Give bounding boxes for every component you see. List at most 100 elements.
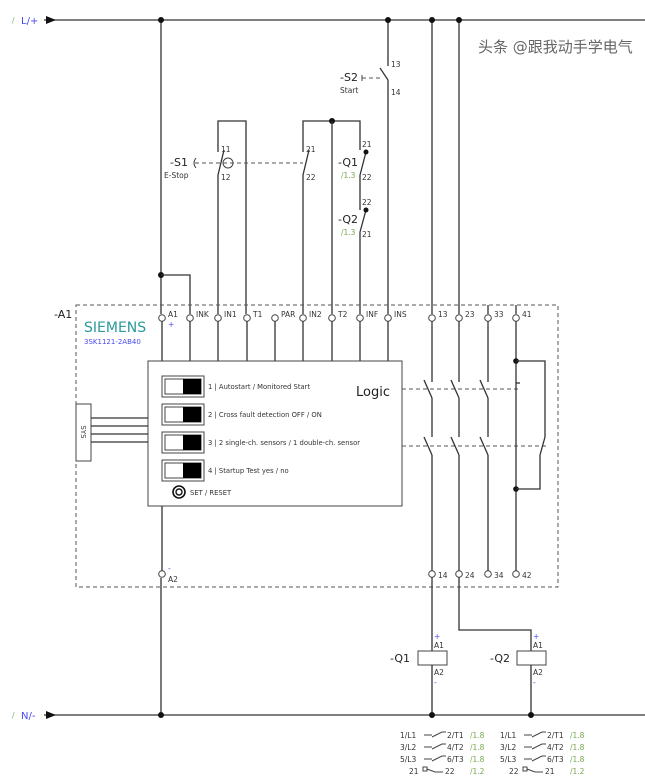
dip-switch-2[interactable]: 2 | Cross fault detection OFF / ON — [161, 403, 322, 426]
feedback-contacts: -Q1 /1.3 21 22 -Q2 /1.3 22 21 — [338, 140, 372, 314]
svg-text:41: 41 — [522, 310, 532, 319]
contact-number: 21 — [362, 230, 372, 239]
contact-number: 11 — [221, 145, 231, 154]
contact-number: 12 — [221, 173, 231, 182]
rail-prefix: / — [12, 16, 15, 25]
dip-switch-1[interactable]: 1 | Autostart / Monitored Start — [161, 375, 310, 398]
terminal-wires — [161, 321, 389, 571]
start-button-s2: -S2 Start 13 14 — [340, 17, 401, 314]
svg-text:A2: A2 — [434, 668, 444, 677]
terminal-par: PAR — [271, 310, 295, 322]
svg-text:/1.2: /1.2 — [570, 767, 585, 776]
dip-switch-label: 1 | Autostart / Monitored Start — [208, 383, 310, 391]
model-number: 3SK1121-2AB40 — [84, 338, 141, 346]
svg-text:6/T3: 6/T3 — [447, 755, 464, 764]
dip-switch-label: 3 | 2 single-ch. sensors / 1 double-ch. … — [208, 439, 360, 447]
table-row: 5/L3 6/T3/1.8 — [400, 755, 485, 764]
terminal-34: 34 — [484, 570, 504, 580]
svg-text:24: 24 — [465, 571, 475, 580]
q1-contact-ref: /1.3 — [341, 171, 356, 180]
contact-number: 21 — [306, 145, 316, 154]
svg-text:INS: INS — [394, 310, 407, 319]
dip-switch-label: 4 | Startup Test yes / no — [208, 467, 289, 475]
svg-text:/1.8: /1.8 — [470, 731, 485, 740]
arrow-icon — [46, 711, 56, 719]
svg-text:22: 22 — [445, 767, 455, 776]
logic-label: Logic — [356, 385, 390, 400]
watermark: 头条 @跟我动手学电气 — [478, 38, 633, 56]
svg-text:A1: A1 — [168, 310, 178, 319]
svg-text:1/L1: 1/L1 — [400, 731, 416, 740]
terminal-a2: -A2 — [158, 564, 178, 584]
output-contacts — [402, 321, 548, 571]
svg-text:3/L2: 3/L2 — [400, 743, 416, 752]
rail-top: / L/+ — [12, 16, 645, 27]
svg-text:34: 34 — [494, 571, 504, 580]
svg-text:23: 23 — [465, 310, 475, 319]
contact-number: 22 — [362, 198, 372, 207]
svg-text:2/T1: 2/T1 — [547, 731, 564, 740]
svg-text:22: 22 — [509, 767, 519, 776]
device-tag: -A1 — [54, 308, 72, 321]
contact-number: 14 — [391, 88, 401, 97]
svg-text:-Q2: -Q2 — [490, 652, 510, 665]
svg-text:-: - — [168, 564, 171, 573]
sys-label: SYS — [79, 425, 87, 439]
arrow-icon — [46, 16, 56, 24]
svg-text:IN2: IN2 — [309, 310, 322, 319]
svg-text:14: 14 — [438, 571, 448, 580]
svg-text:T1: T1 — [252, 310, 263, 319]
dip-switch-4[interactable]: 4 | Startup Test yes / no — [161, 459, 289, 482]
svg-text:+: + — [533, 632, 539, 641]
svg-text:-: - — [533, 678, 536, 687]
svg-text:+: + — [168, 320, 174, 329]
q2-contact-ref: /1.3 — [341, 228, 356, 237]
contact-number: 22 — [306, 173, 316, 182]
rail-prefix: / — [12, 711, 15, 720]
svg-text:/1.8: /1.8 — [470, 743, 485, 752]
supply-wires — [158, 17, 191, 718]
contact-number: 22 — [362, 173, 372, 182]
dip-switch-3[interactable]: 3 | 2 single-ch. sensors / 1 double-ch. … — [161, 431, 360, 454]
sys-connector: SYS — [75, 403, 148, 462]
brand-logo: SIEMENS — [84, 320, 146, 336]
svg-text:A1: A1 — [434, 641, 444, 650]
rail-bottom-label: N/- — [21, 711, 36, 722]
svg-text:/1.8: /1.8 — [570, 743, 585, 752]
q1-contact-tag: -Q1 — [338, 156, 358, 169]
svg-text:21: 21 — [409, 767, 419, 776]
svg-text:33: 33 — [494, 310, 504, 319]
safety-relay-a1: -A1 SIEMENS 3SK1121-2AB40 A1+ INK IN1 T1… — [54, 304, 559, 588]
svg-text:2/T1: 2/T1 — [447, 731, 464, 740]
svg-text:/1.8: /1.8 — [470, 755, 485, 764]
svg-text:5/L3: 5/L3 — [400, 755, 416, 764]
svg-text:13: 13 — [438, 310, 448, 319]
svg-text:-: - — [434, 678, 437, 687]
svg-text:1/L1: 1/L1 — [500, 731, 516, 740]
terminal-42: 42 — [512, 570, 532, 580]
svg-text:IN1: IN1 — [224, 310, 237, 319]
svg-text:21: 21 — [545, 767, 555, 776]
coil-q2: -Q2 + A1 A2 - — [458, 577, 547, 718]
table-row: 21 22/1.2 — [409, 766, 485, 776]
svg-text:42: 42 — [522, 571, 532, 580]
rail-top-label: L/+ — [21, 16, 38, 27]
svg-text:4/T2: 4/T2 — [547, 743, 564, 752]
svg-text:A1: A1 — [533, 641, 543, 650]
e-stop-s1: -S1 E-Stop 11 12 21 22 — [164, 118, 361, 314]
svg-text:/1.2: /1.2 — [470, 767, 485, 776]
coil-q1: -Q1 + A1 A2 - — [390, 577, 448, 718]
s2-name: Start — [340, 86, 358, 95]
s1-tag: -S1 — [170, 156, 188, 169]
table-row: 22 21/1.2 — [509, 766, 585, 776]
contact-number: 21 — [362, 140, 372, 149]
svg-text:/1.8: /1.8 — [570, 755, 585, 764]
set-reset-label: SET / RESET — [190, 489, 232, 497]
set-reset-button[interactable]: SET / RESET — [172, 485, 232, 499]
